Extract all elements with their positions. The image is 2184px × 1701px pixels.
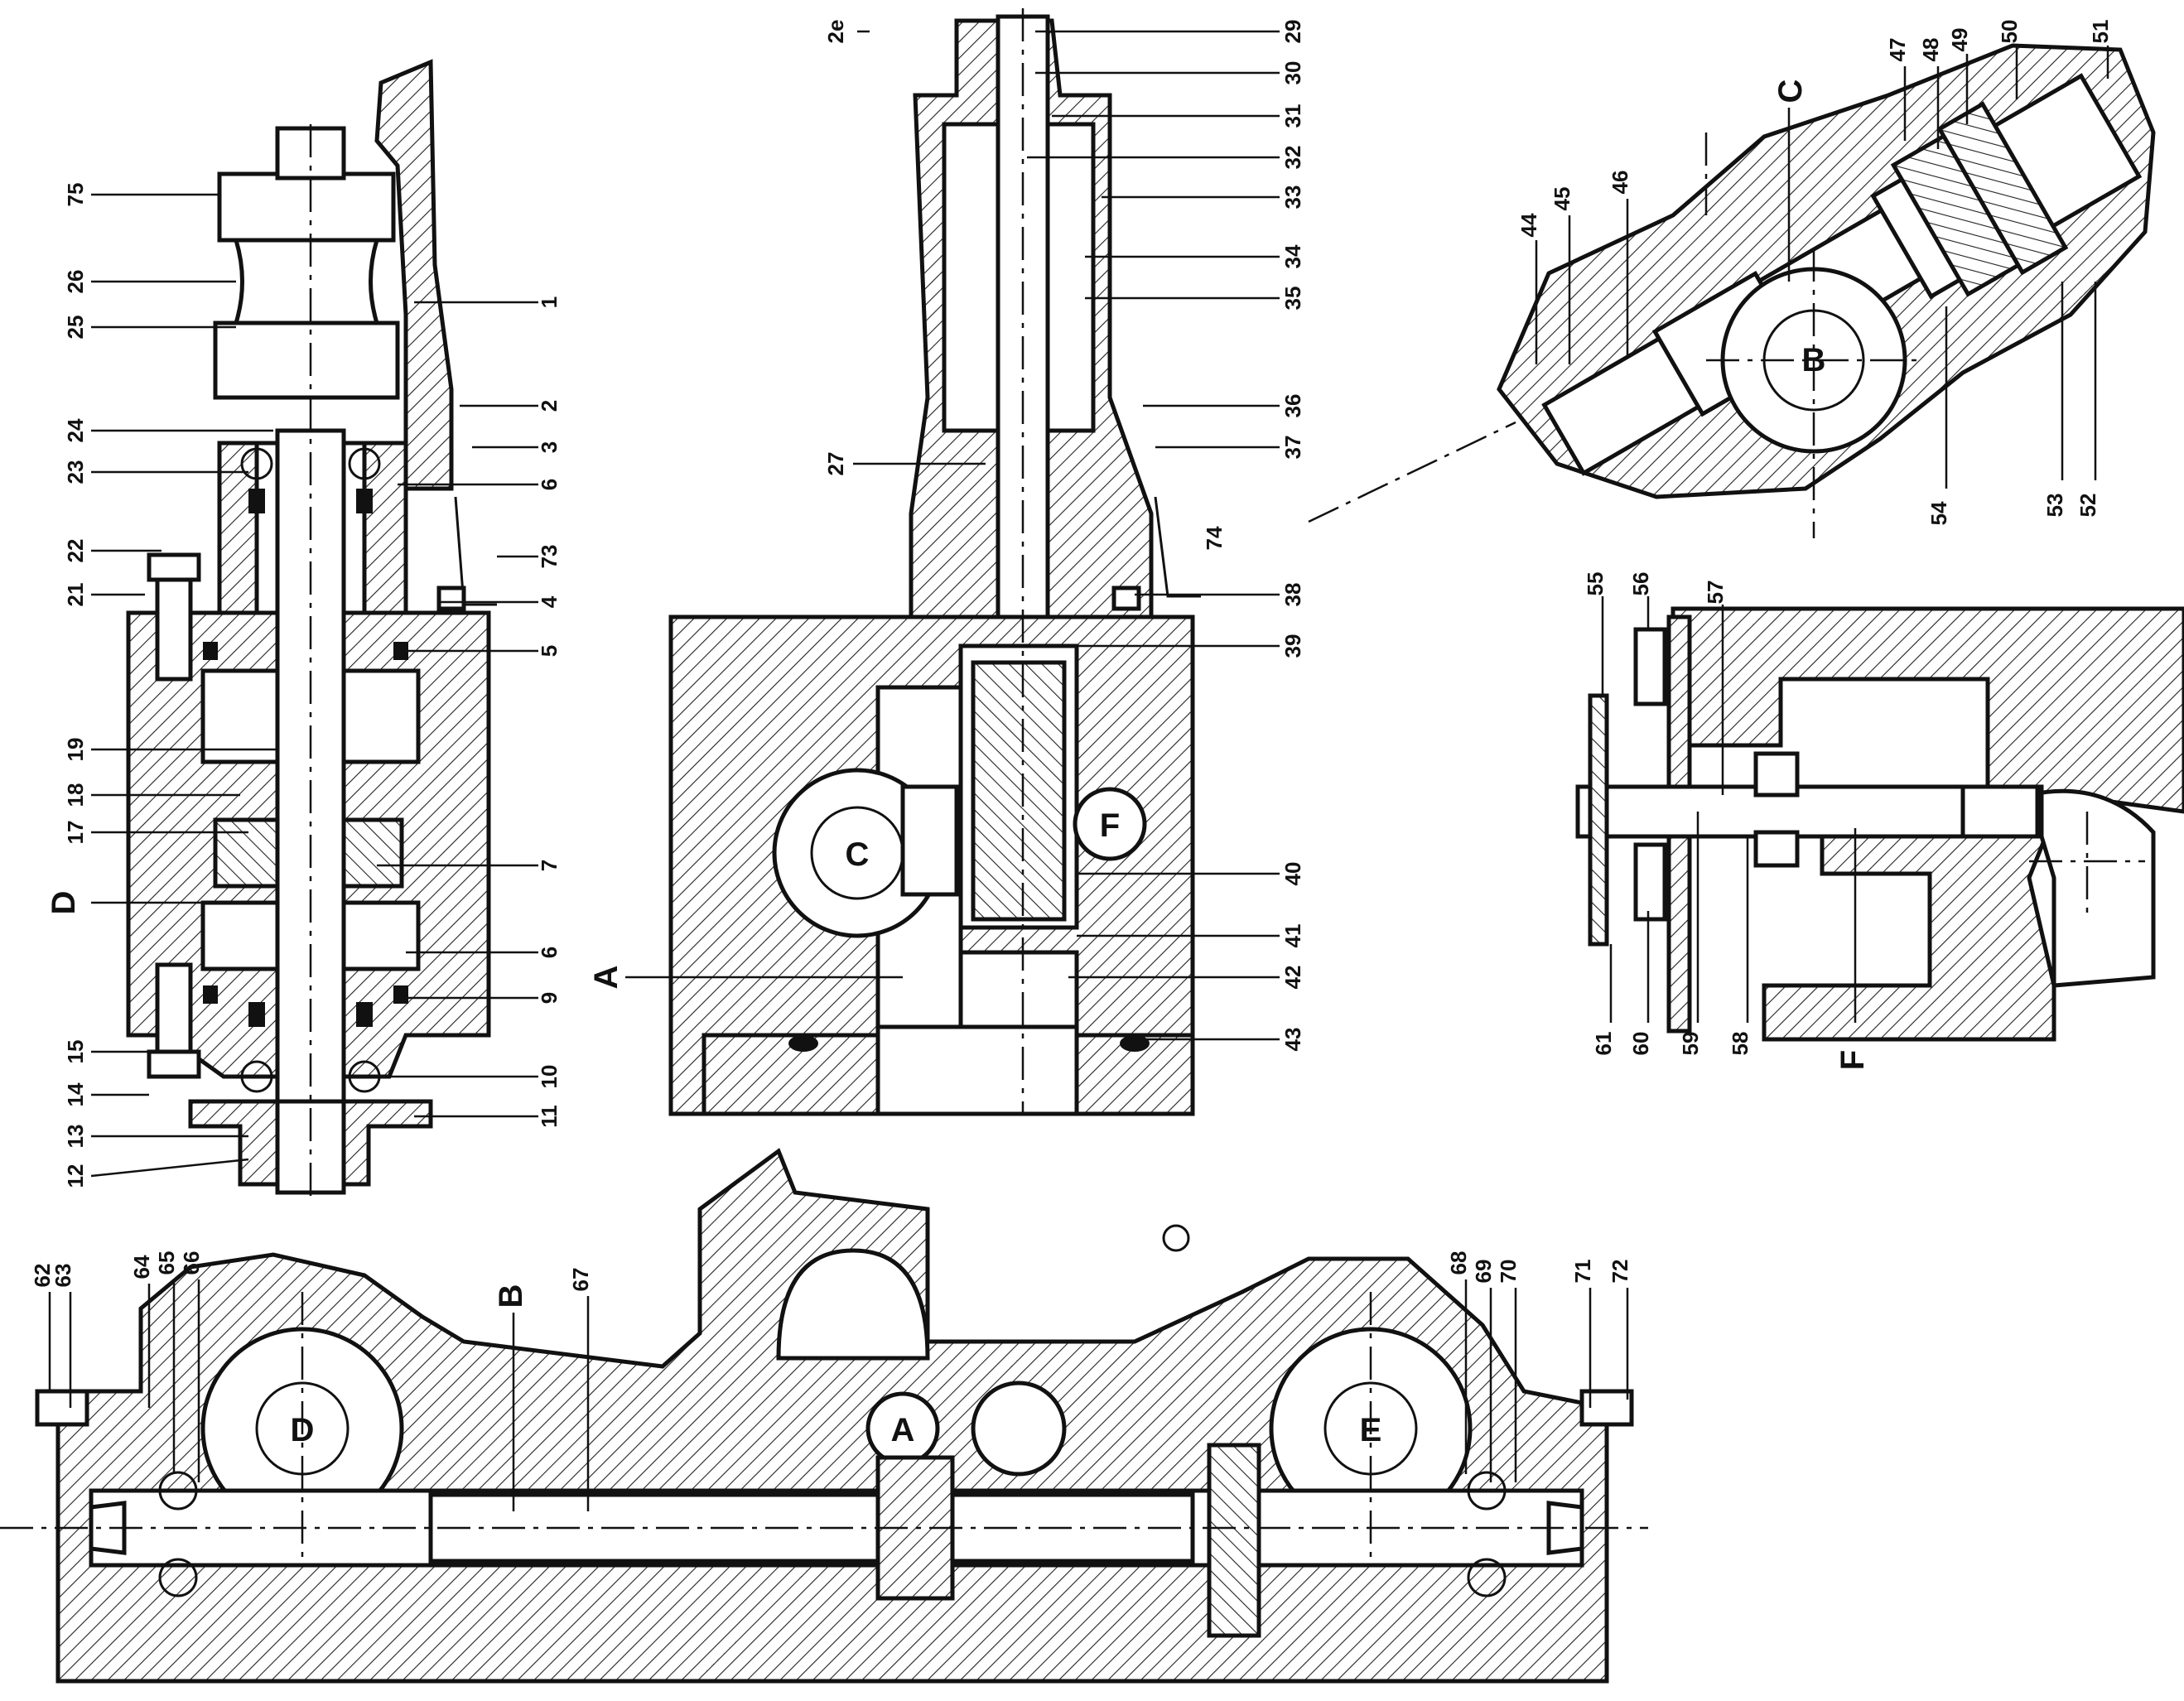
- label-15: 15: [63, 1040, 88, 1064]
- label-67: 67: [568, 1268, 593, 1292]
- label-52: 52: [2076, 494, 2100, 518]
- section-letter-b: B: [493, 1284, 529, 1308]
- label-7: 7: [537, 860, 562, 871]
- label-51: 51: [2088, 20, 2113, 44]
- marker-c: C: [846, 836, 870, 873]
- label-58: 58: [1728, 1032, 1753, 1056]
- label-23: 23: [63, 460, 88, 484]
- label-43: 43: [1280, 1028, 1305, 1052]
- mid-right-view-labels: [1601, 596, 1857, 1023]
- label-39: 39: [1280, 634, 1305, 658]
- top-right-sectional-view: [1308, 43, 2156, 538]
- label-10: 10: [537, 1065, 562, 1089]
- left-sectional-view: [126, 59, 497, 1201]
- center-sectional-view: [668, 8, 1201, 1116]
- label-14: 14: [63, 1082, 88, 1106]
- label-54: 54: [1926, 501, 1951, 525]
- marker-b: B: [1802, 342, 1826, 378]
- label-69: 69: [1471, 1260, 1496, 1284]
- section-letter-d: D: [46, 891, 82, 915]
- label-38: 38: [1280, 583, 1305, 607]
- label-48: 48: [1918, 38, 1943, 62]
- mid-right-sectional-view: [1575, 606, 2184, 1042]
- label-66: 66: [179, 1251, 204, 1275]
- label-71: 71: [1570, 1260, 1595, 1284]
- label-18: 18: [63, 783, 88, 807]
- label-27: 27: [823, 452, 848, 476]
- part-labels: 75 26 25 24 23 22 21 19 18 17 D 15 14 13…: [30, 20, 2113, 1511]
- label-73: 73: [537, 545, 562, 569]
- label-6-upper: 6: [537, 479, 562, 490]
- marker-a: A: [891, 1412, 915, 1448]
- label-13: 13: [63, 1125, 88, 1149]
- label-2e: 2e: [823, 20, 848, 44]
- circle-markers: C F B D E A: [291, 342, 1826, 1448]
- label-33: 33: [1280, 186, 1305, 210]
- label-35: 35: [1280, 287, 1305, 311]
- label-1: 1: [537, 296, 562, 308]
- label-2: 2: [537, 400, 562, 412]
- label-31: 31: [1280, 104, 1305, 128]
- marker-f: F: [1100, 807, 1120, 844]
- label-68: 68: [1446, 1251, 1471, 1275]
- label-63: 63: [51, 1264, 75, 1288]
- section-letter-a: A: [588, 966, 624, 990]
- label-75: 75: [63, 183, 88, 207]
- bottom-sectional-view: [0, 1148, 1648, 1684]
- label-32: 32: [1280, 146, 1305, 170]
- label-5: 5: [537, 645, 562, 657]
- label-29: 29: [1280, 20, 1305, 44]
- label-59: 59: [1678, 1032, 1703, 1056]
- label-70: 70: [1496, 1260, 1521, 1284]
- label-45: 45: [1550, 187, 1574, 211]
- center-view-labels: [625, 30, 1280, 1041]
- label-72: 72: [1608, 1260, 1632, 1284]
- label-26: 26: [63, 270, 88, 294]
- label-34: 34: [1280, 244, 1305, 268]
- label-9: 9: [537, 992, 562, 1004]
- label-53: 53: [2042, 494, 2067, 518]
- left-view-left-labels: [90, 193, 277, 1178]
- marker-d: D: [291, 1412, 315, 1448]
- label-49: 49: [1947, 28, 1972, 52]
- label-25: 25: [63, 316, 88, 340]
- marker-e: E: [1360, 1412, 1382, 1448]
- label-55: 55: [1583, 572, 1608, 596]
- label-22: 22: [63, 539, 88, 563]
- label-4: 4: [537, 595, 562, 608]
- label-11: 11: [537, 1105, 562, 1128]
- label-44: 44: [1516, 213, 1541, 237]
- label-42: 42: [1280, 966, 1305, 990]
- label-46: 46: [1608, 171, 1632, 195]
- label-64: 64: [129, 1255, 154, 1279]
- label-65: 65: [154, 1251, 179, 1275]
- label-21: 21: [63, 583, 88, 607]
- label-74: 74: [1202, 526, 1227, 550]
- bottom-view-labels: [48, 1279, 1629, 1511]
- label-40: 40: [1280, 862, 1305, 886]
- label-50: 50: [1997, 20, 2022, 44]
- label-19: 19: [63, 738, 88, 762]
- label-24: 24: [63, 418, 88, 442]
- left-view-right-labels: [364, 301, 538, 1118]
- label-56: 56: [1628, 572, 1653, 596]
- label-62: 62: [30, 1264, 55, 1288]
- label-12: 12: [63, 1164, 88, 1188]
- label-6-lower: 6: [537, 947, 562, 958]
- label-61: 61: [1591, 1032, 1616, 1056]
- label-47: 47: [1885, 38, 1910, 62]
- label-57: 57: [1703, 581, 1728, 605]
- label-60: 60: [1628, 1032, 1653, 1056]
- label-36: 36: [1280, 394, 1305, 418]
- section-letter-c: C: [1772, 80, 1809, 104]
- top-right-view-labels: [1535, 46, 2109, 489]
- label-30: 30: [1280, 61, 1305, 85]
- label-17: 17: [63, 821, 88, 845]
- label-37: 37: [1280, 436, 1305, 460]
- label-41: 41: [1280, 924, 1305, 948]
- label-3: 3: [537, 441, 562, 453]
- section-letter-f: F: [1834, 1050, 1871, 1070]
